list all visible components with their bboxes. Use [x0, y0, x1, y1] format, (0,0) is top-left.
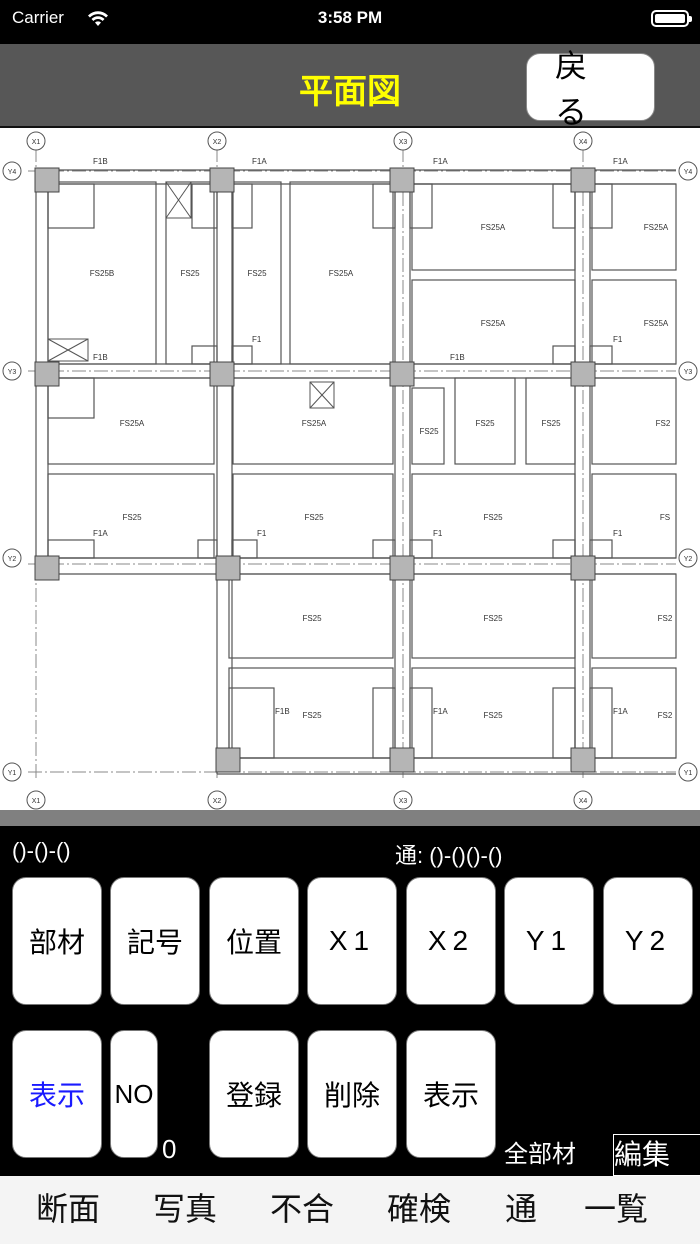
grid-info: 通: ()-()()-() [395, 838, 503, 870]
slab-label: FS25A [329, 269, 354, 278]
bottom-tab-bar: 断面 写真 不合 確検 通 一覧 [0, 1176, 700, 1244]
back-button[interactable]: 戻る [526, 47, 655, 131]
member-info: ()-()-() [12, 838, 71, 863]
slab-label: FS25 [247, 269, 267, 278]
slab-label: FS25 [302, 711, 322, 720]
slab-label: FS25 [304, 513, 324, 522]
y1-button[interactable]: Y1 [504, 877, 594, 1005]
show-button[interactable]: 表示 [406, 1030, 496, 1158]
tab-nonconformance[interactable]: 不合 [270, 1190, 335, 1228]
symbol-button[interactable]: 記号 [110, 877, 200, 1005]
slab-label: FS2 [658, 711, 673, 720]
grid-label-x2: X2 [213, 139, 222, 146]
battery-full-icon [651, 10, 692, 27]
grid-label-x4-bottom: X4 [579, 798, 588, 805]
x1-button[interactable]: X1 [307, 877, 397, 1005]
beam-label: F1B [450, 353, 465, 362]
slab-label: FS25 [483, 614, 503, 623]
beam-label: F1A [93, 529, 108, 538]
grid-label-y3: Y3 [8, 369, 17, 376]
y2-button[interactable]: Y2 [603, 877, 693, 1005]
page-title: 平面図 [299, 72, 401, 112]
slab-label: FS2 [656, 419, 671, 428]
grid-label-x1-bottom: X1 [32, 798, 41, 805]
floor-plan-svg[interactable]: X1 X2 X3 X4 X1 X2 X3 X4 Y4 Y3 Y2 Y1 Y4 Y… [0, 128, 700, 812]
register-button[interactable]: 登録 [209, 1030, 299, 1158]
member-button[interactable]: 部材 [12, 877, 102, 1005]
x2-button[interactable]: X2 [406, 877, 496, 1005]
grid-label-x4: X4 [579, 139, 588, 146]
slab-label: FS25A [481, 319, 506, 328]
slab-label: FS25A [644, 319, 669, 328]
number-button[interactable]: NO [110, 1030, 158, 1158]
beam-label: F1A [433, 157, 448, 166]
slab-label: FS25 [541, 419, 561, 428]
slab-label: FS25A [120, 419, 145, 428]
beam-label: F1B [275, 707, 290, 716]
beam-label: F1 [433, 529, 443, 538]
tab-confirmation[interactable]: 確検 [387, 1190, 452, 1228]
beam-label: F1B [93, 157, 108, 166]
all-members-label[interactable]: 全部材 [504, 1140, 576, 1168]
grid-label-y4: Y4 [8, 169, 17, 176]
status-bar: Carrier 3:58 PM [0, 0, 700, 44]
delete-button[interactable]: 削除 [307, 1030, 397, 1158]
grid-label-y1: Y1 [8, 770, 17, 777]
grid-label-y2: Y2 [8, 556, 17, 563]
drawing-scroll-band [0, 810, 700, 826]
edit-button[interactable]: 編集 [613, 1134, 700, 1176]
beam-label: F1 [252, 335, 262, 344]
wifi-icon [88, 11, 108, 26]
slab-label: FS25A [644, 223, 669, 232]
grid-label-y1-right: Y1 [684, 770, 693, 777]
navigation-bar: 平面図 戻る [0, 44, 700, 131]
slab-label: FS25B [90, 269, 114, 278]
slab-label: FS25 [483, 711, 503, 720]
grid-info-value: ()-()()-() [429, 843, 503, 868]
grid-label-x2-bottom: X2 [213, 798, 222, 805]
control-panel: ()-()-() 通: ()-()()-() 部材 記号 位置 X1 X2 Y1… [0, 826, 700, 1176]
tab-photo[interactable]: 写真 [153, 1190, 218, 1228]
beam-label: F1 [613, 529, 623, 538]
slab-label: FS25A [302, 419, 327, 428]
beam-label: F1A [613, 157, 628, 166]
tab-section[interactable]: 断面 [36, 1190, 101, 1228]
slab-label: FS25 [302, 614, 322, 623]
beam-label: F1B [93, 353, 108, 362]
grid-label-y2-right: Y2 [684, 556, 693, 563]
position-button[interactable]: 位置 [209, 877, 299, 1005]
beam-label: F1 [613, 335, 623, 344]
beam-label: F1 [257, 529, 267, 538]
number-count: 0 [162, 1134, 177, 1164]
grid-label-y4-right: Y4 [684, 169, 693, 176]
slab-label: FS25 [475, 419, 495, 428]
slab-label: FS25A [481, 223, 506, 232]
clock: 3:58 PM [317, 8, 383, 27]
slab-label: FS [660, 513, 670, 522]
beam-label: F1A [613, 707, 628, 716]
grid-info-label: 通: [395, 843, 424, 868]
slab-label: FS25 [419, 427, 439, 436]
grid-label-x1: X1 [32, 139, 41, 146]
slab-label: FS25 [122, 513, 142, 522]
beam-label: F1A [433, 707, 448, 716]
grid-label-x3: X3 [399, 139, 408, 146]
floor-plan-drawing[interactable]: X1 X2 X3 X4 X1 X2 X3 X4 Y4 Y3 Y2 Y1 Y4 Y… [0, 126, 700, 826]
tab-grid[interactable]: 通 [505, 1190, 538, 1228]
slab-label: FS25 [180, 269, 200, 278]
beam-label: F1A [252, 157, 267, 166]
tab-list[interactable]: 一覧 [584, 1190, 649, 1228]
carrier-label: Carrier [12, 8, 64, 27]
display-toggle-button[interactable]: 表示 [12, 1030, 102, 1158]
slab-label: FS25 [483, 513, 503, 522]
grid-label-x3-bottom: X3 [399, 798, 408, 805]
grid-label-y3-right: Y3 [684, 369, 693, 376]
slab-label: FS2 [658, 614, 673, 623]
